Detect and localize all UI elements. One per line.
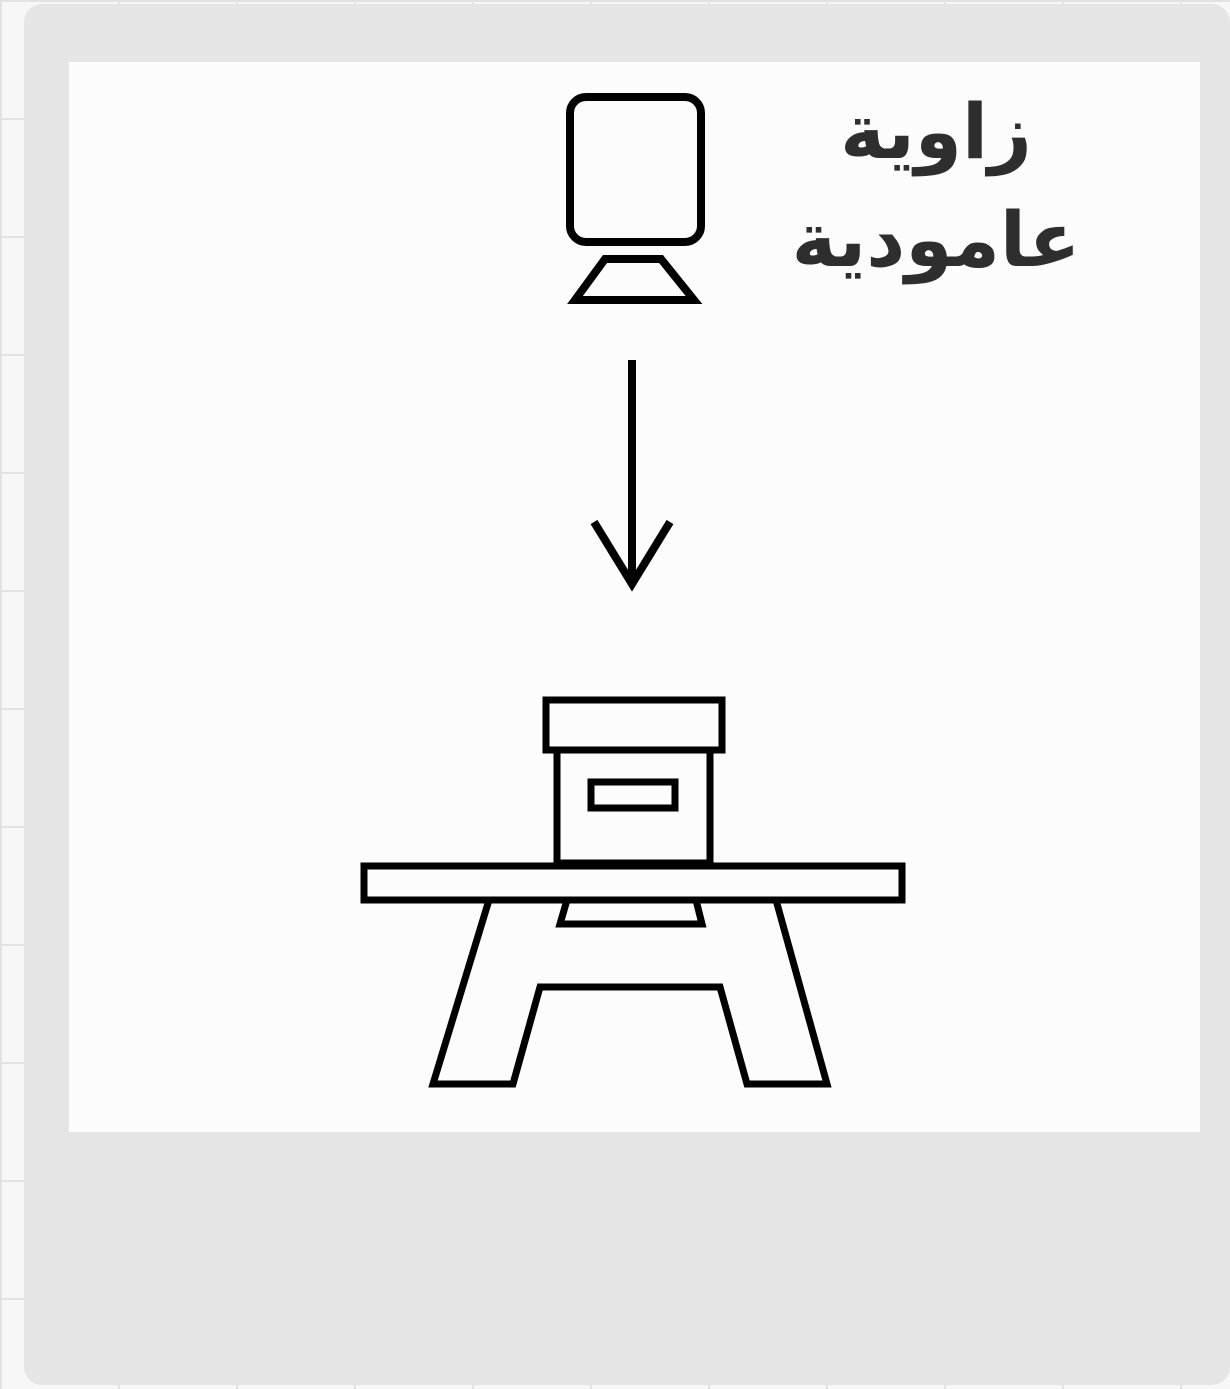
label-line-2: عامودية (726, 186, 1146, 294)
vertical-angle-label: زاوية عامودية (726, 78, 1146, 294)
arrow-down-icon (594, 360, 670, 584)
box-on-table-icon (364, 700, 902, 1084)
label-line-1: زاوية (726, 78, 1146, 186)
camera-icon (570, 97, 701, 300)
